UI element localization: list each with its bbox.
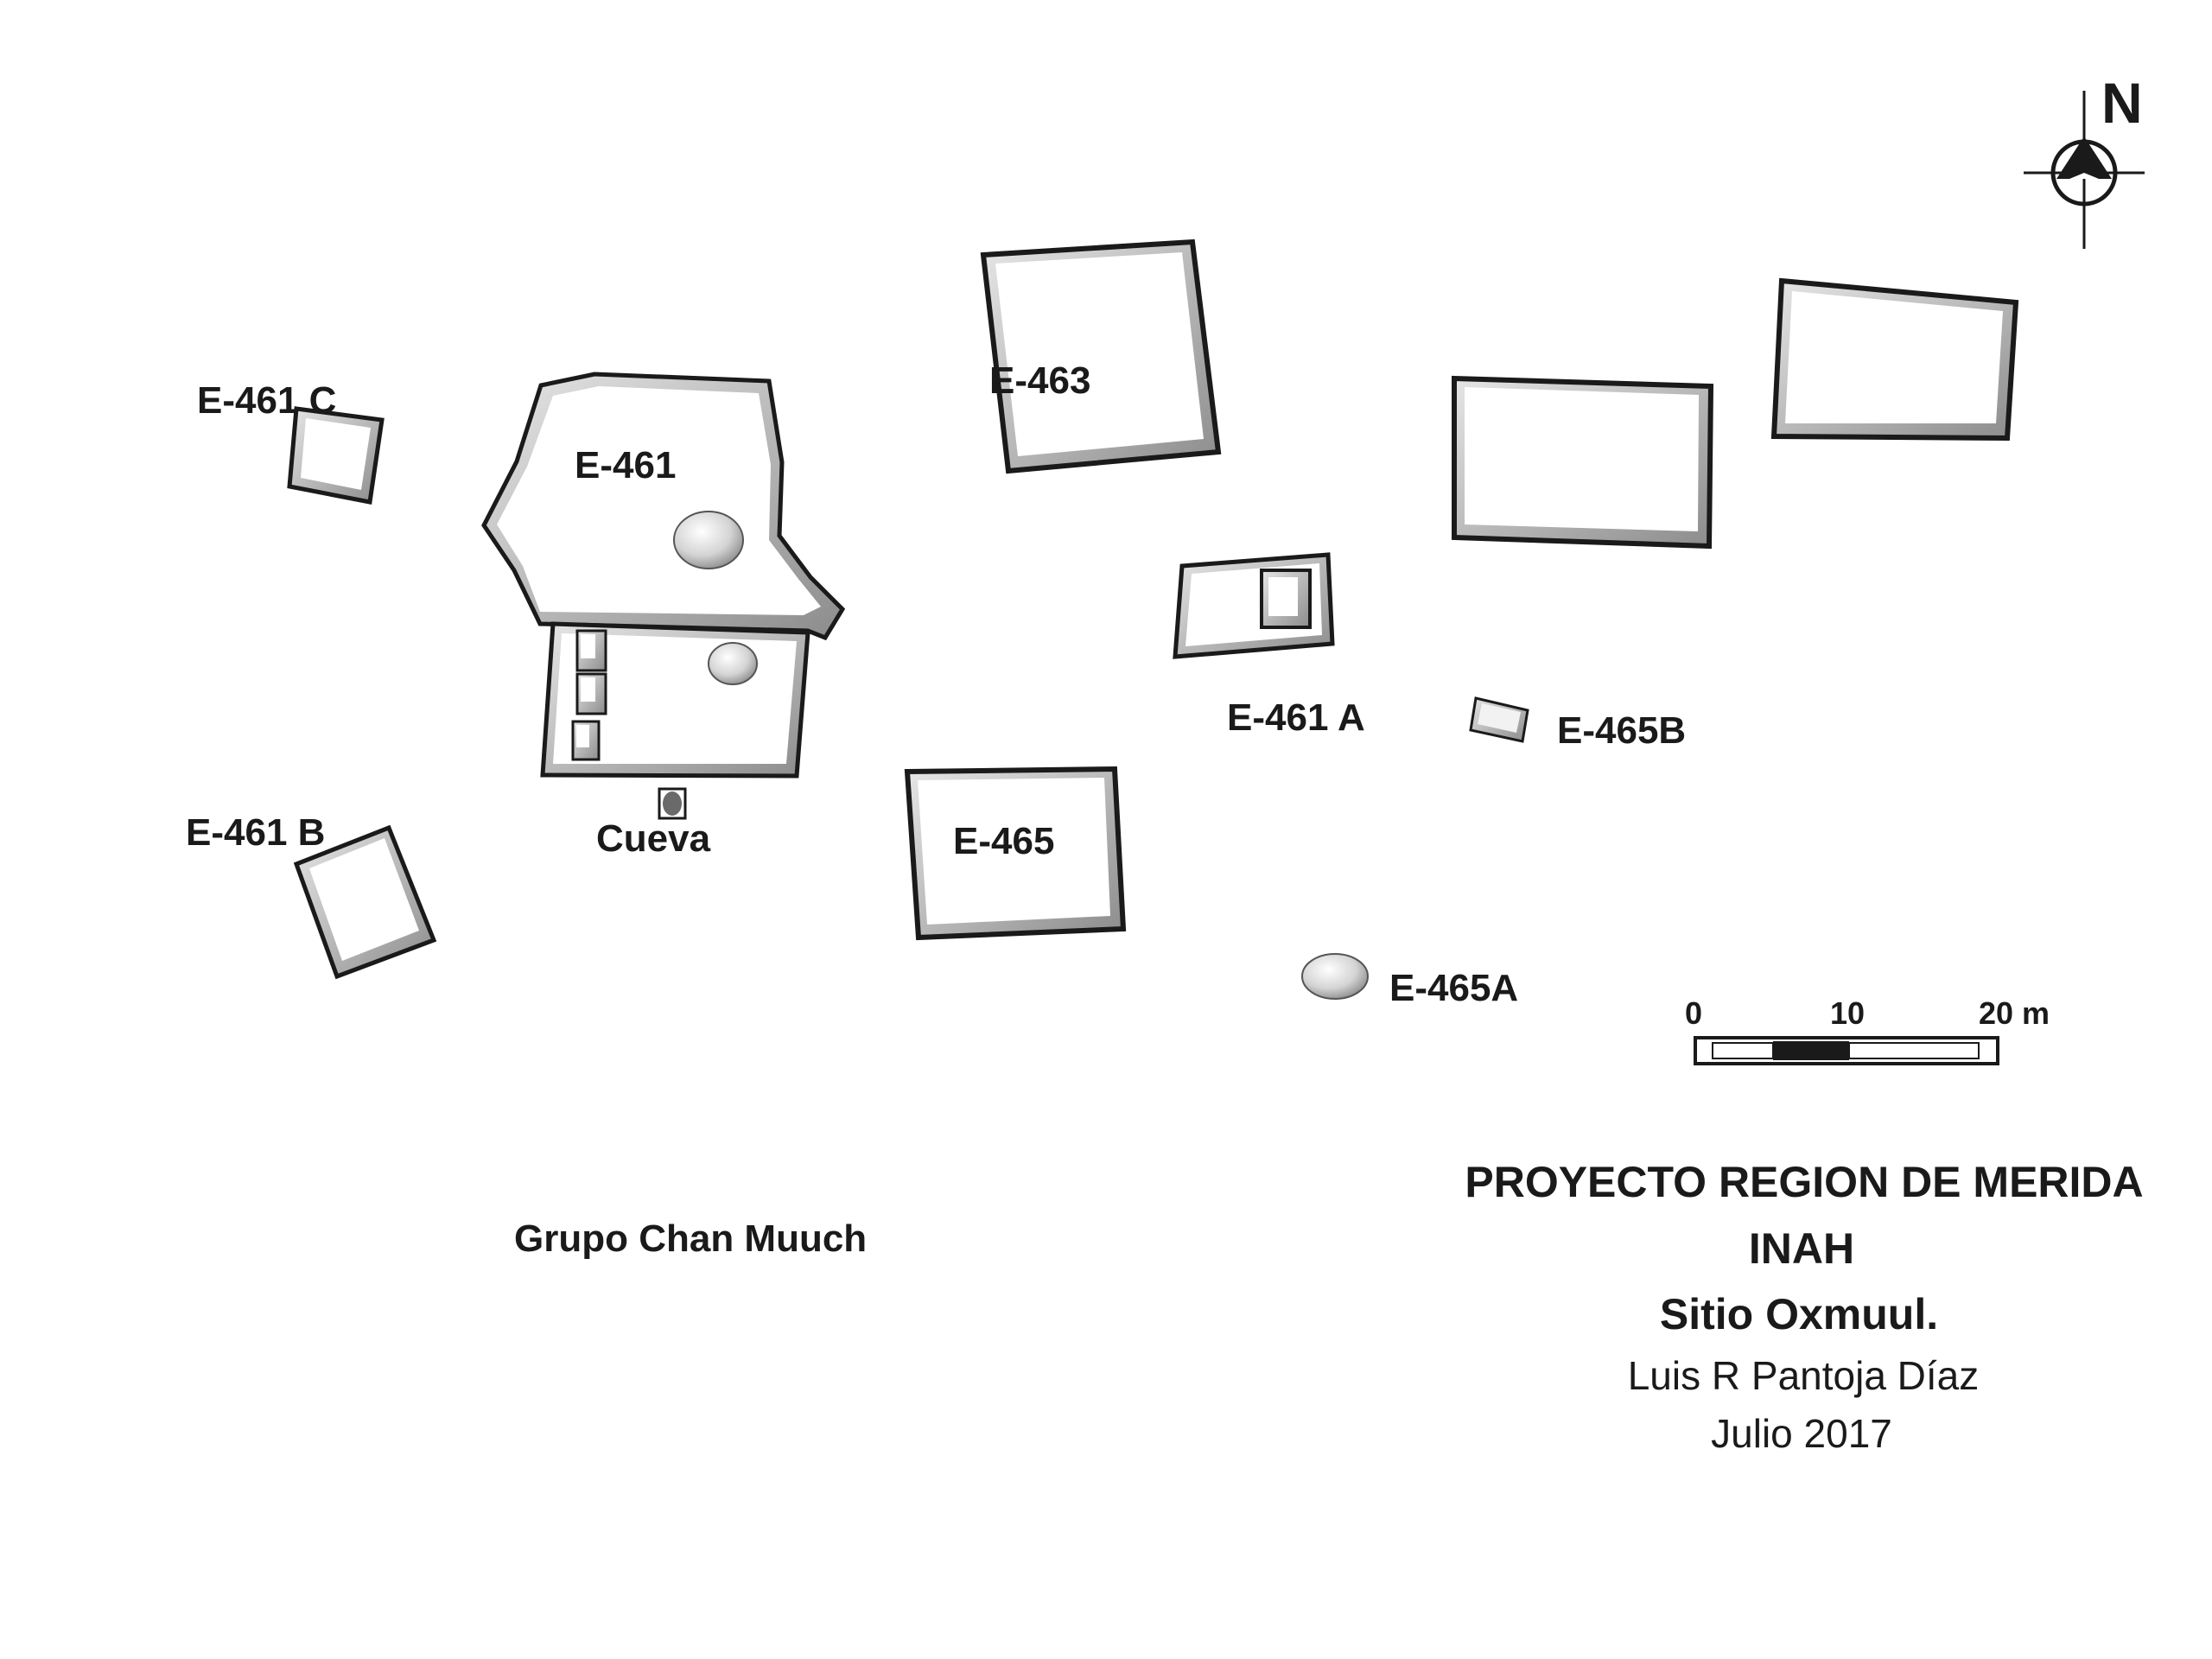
label-e461c: E-461 C — [197, 379, 336, 422]
label-e463: E-463 — [989, 359, 1090, 402]
scale-tick-10: 10 — [1830, 995, 1865, 1031]
label-cueva: Cueva — [596, 817, 711, 860]
structure-e461b — [293, 824, 437, 980]
structure-e461c — [287, 406, 385, 505]
scale-tick-0: 0 — [1685, 995, 1702, 1031]
title-project: PROYECTO REGION DE MERIDA — [1465, 1158, 2143, 1206]
scale-bar — [1694, 1036, 1999, 1065]
cueva-icon — [658, 787, 687, 820]
title-institution: INAH — [1749, 1224, 1854, 1273]
structure-e461a — [1173, 552, 1335, 659]
mound-e461-lower — [708, 642, 758, 685]
label-e465: E-465 — [953, 820, 1054, 862]
title-author: Luis R Pantoja Díaz — [1628, 1353, 1980, 1398]
label-e461b: E-461 B — [186, 811, 325, 854]
structure-unnamed-2 — [1770, 277, 2019, 442]
structure-unnamed-1 — [1452, 375, 1714, 550]
structure-e465b — [1469, 696, 1529, 743]
structure-e463 — [980, 238, 1222, 474]
north-arrow-icon — [2024, 91, 2145, 249]
mound-e461-upper — [673, 511, 744, 569]
label-e465b: E-465B — [1557, 709, 1686, 752]
title-site: Sitio Oxmuul. — [1660, 1290, 1938, 1338]
label-e461a: E-461 A — [1227, 696, 1365, 739]
structure-e461-courtyard — [540, 621, 810, 779]
scale-tick-20: 20 m — [1979, 995, 2050, 1031]
structure-e465 — [904, 766, 1127, 941]
structure-e461 — [481, 372, 846, 641]
label-group: Grupo Chan Muuch — [514, 1217, 867, 1260]
north-label: N — [2101, 71, 2143, 135]
label-e465a: E-465A — [1389, 967, 1518, 1009]
label-e461: E-461 — [575, 444, 676, 486]
mound-e465a — [1301, 953, 1369, 1000]
title-date: Julio 2017 — [1711, 1411, 1892, 1456]
